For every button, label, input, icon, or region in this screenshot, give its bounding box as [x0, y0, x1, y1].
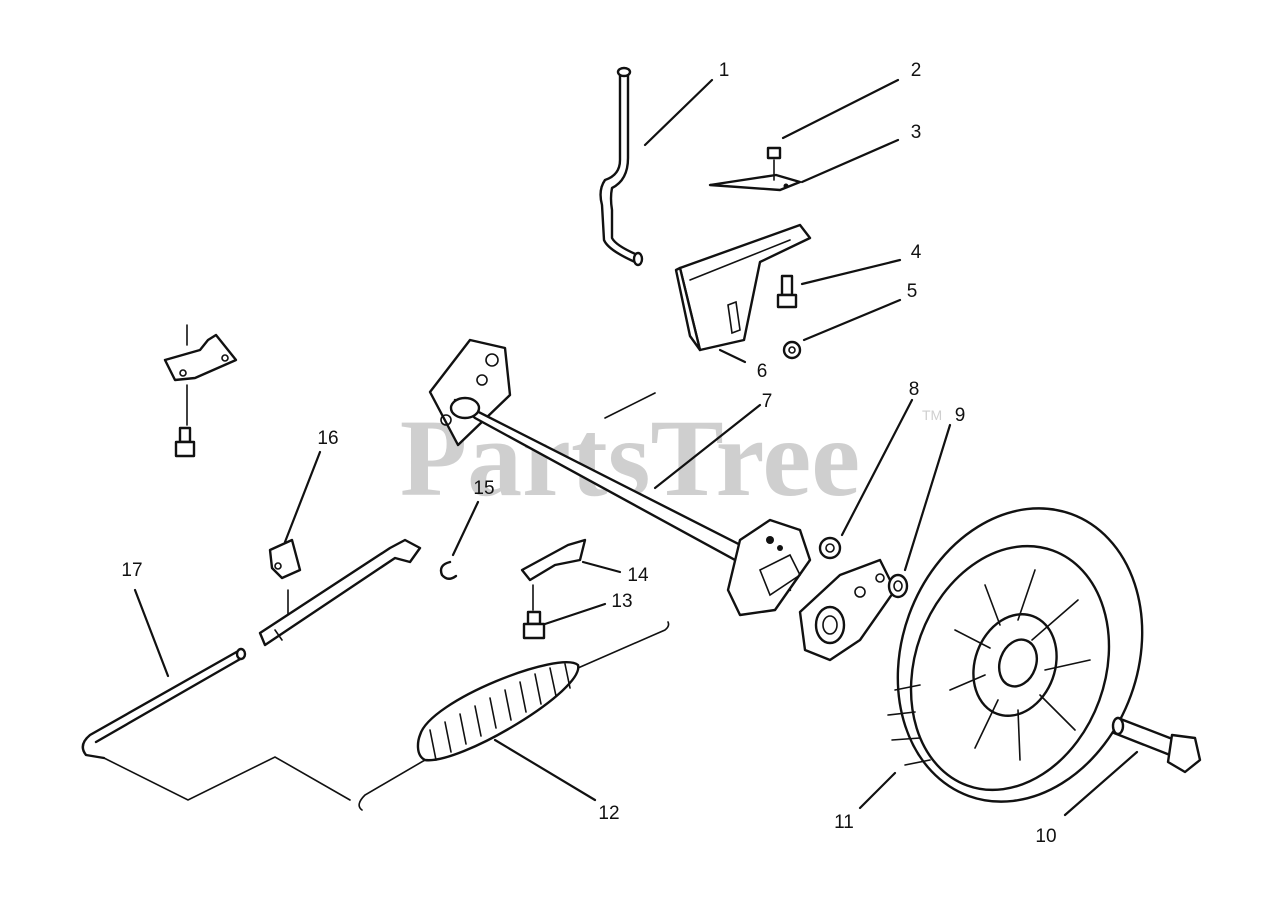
- part-1-height-lever[interactable]: [599, 66, 644, 267]
- part-4-bolt[interactable]: [776, 274, 798, 309]
- part-5-nut[interactable]: [782, 340, 802, 360]
- part-14-clip[interactable]: [520, 538, 587, 582]
- callout-6: 6: [757, 361, 768, 382]
- axle-right-plate: [798, 558, 897, 662]
- callout-13: 13: [611, 591, 632, 612]
- part-11-wheel[interactable]: [858, 474, 1182, 837]
- callout-labels: 1 2 3 4 5 6 7 8 9 10 11 12 13 14 15 16 1…: [121, 60, 1056, 847]
- left-bracket: [163, 324, 238, 458]
- part-6-bracket[interactable]: [674, 223, 812, 352]
- part-17-rod[interactable]: [81, 647, 351, 801]
- callout-17: 17: [121, 560, 142, 581]
- callout-16: 16: [317, 428, 338, 449]
- part-2-screw[interactable]: [766, 146, 782, 181]
- part-12-spring[interactable]: [358, 621, 670, 811]
- callout-8: 8: [909, 379, 920, 400]
- callout-1: 1: [719, 60, 730, 81]
- callout-7: 7: [762, 391, 773, 412]
- callout-3: 3: [911, 122, 922, 143]
- callout-15: 15: [473, 478, 494, 499]
- shift-rod: [258, 538, 422, 647]
- part-10-wheel-bolt[interactable]: [1111, 716, 1202, 774]
- part-16-clip[interactable]: [268, 538, 302, 580]
- watermark-trademark: TM: [922, 407, 942, 423]
- part-9-washer[interactable]: [887, 573, 909, 599]
- callout-9: 9: [955, 405, 966, 426]
- callout-10: 10: [1035, 826, 1056, 847]
- callout-4: 4: [911, 242, 922, 263]
- part-3-lock-plate[interactable]: [708, 173, 802, 192]
- callout-11: 11: [834, 812, 854, 833]
- part-8-nut[interactable]: [818, 536, 842, 560]
- callout-2: 2: [911, 60, 922, 81]
- leader-lines: [133, 78, 1139, 817]
- part-15-e-clip[interactable]: [439, 560, 458, 580]
- callout-12: 12: [598, 803, 619, 824]
- part-7-axle[interactable]: [428, 338, 812, 617]
- part-13-screw[interactable]: [522, 584, 546, 640]
- callout-5: 5: [907, 281, 918, 302]
- callout-14: 14: [627, 565, 649, 586]
